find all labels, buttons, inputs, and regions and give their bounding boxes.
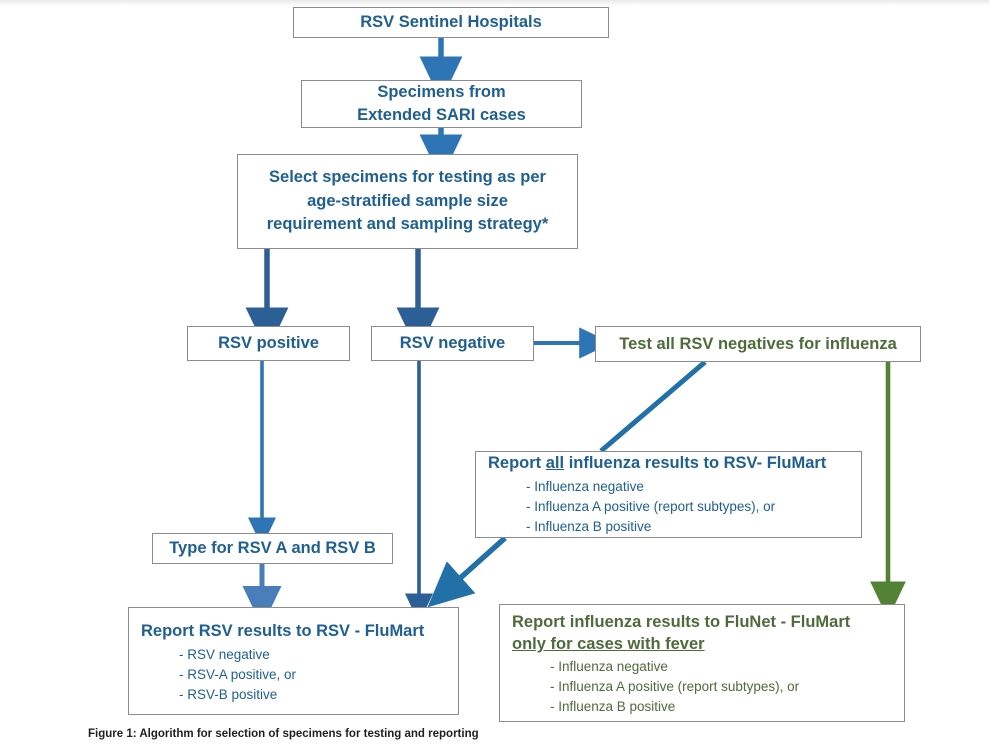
node-label-line2: age-stratified sample size	[307, 191, 508, 210]
node-label: RSV negative	[399, 333, 506, 352]
node-rsv-sentinel-hospitals[interactable]: RSV Sentinel Hospitals	[293, 7, 609, 38]
node-heading-prefix: Report	[488, 453, 546, 472]
node-select-specimens[interactable]: Select specimens for testing as per age-…	[237, 154, 578, 249]
node-label-line2: Extended SARI cases	[357, 106, 526, 124]
node-heading-line2: only for cases with fever	[512, 633, 705, 655]
node-heading-line1: Report influenza results to FluNet - Flu…	[512, 612, 851, 631]
list-item: - Influenza B positive	[526, 519, 652, 535]
node-heading-suffix: influenza results to RSV- FluMart	[564, 453, 827, 472]
list-item: - Influenza negative	[526, 479, 644, 495]
node-heading: Report all influenza results to RSV- Flu…	[488, 452, 826, 475]
node-type-for-rsv-a-and-rsv-b[interactable]: Type for RSV A and RSV B	[152, 533, 393, 564]
node-label: Type for RSV A and RSV B	[169, 538, 376, 557]
node-report-rsv-results[interactable]: Report RSV results to RSV - FluMart - RS…	[128, 607, 459, 715]
node-rsv-positive[interactable]: RSV positive	[187, 326, 350, 361]
list-item: - Influenza A positive (report subtypes)…	[526, 499, 776, 515]
list-item: - Influenza negative	[550, 659, 668, 675]
node-report-all-influenza-results[interactable]: Report all influenza results to RSV- Flu…	[475, 451, 862, 538]
node-label-line1: Specimens from	[377, 82, 506, 101]
list-item: - RSV negative	[179, 647, 270, 663]
top-edge-strip	[0, 0, 989, 6]
node-test-all-rsv-negatives-for-influenza[interactable]: Test all RSV negatives for influenza	[595, 326, 921, 362]
edge-report-all-influenza-to-report-rsv	[427, 535, 507, 608]
node-heading-emphasis: all	[545, 453, 565, 472]
node-report-influenza-results-flunet[interactable]: Report influenza results to FluNet - Flu…	[499, 604, 905, 722]
node-specimens-extended-sari[interactable]: Specimens from Extended SARI cases	[301, 80, 582, 128]
node-rsv-negative[interactable]: RSV negative	[371, 326, 534, 361]
node-label-line3: requirement and sampling strategy*	[266, 215, 549, 234]
node-bullet-list: - Influenza negative - Influenza A posit…	[488, 477, 775, 537]
list-item: - Influenza B positive	[550, 699, 676, 715]
list-item: - RSV-A positive, or	[179, 667, 297, 683]
node-bullet-list: - RSV negative - RSV-A positive, or - RS…	[141, 645, 296, 705]
node-label: RSV Sentinel Hospitals	[360, 12, 542, 31]
edge-test-influenza-to-report-all-influenza	[599, 360, 707, 453]
node-label: RSV positive	[218, 333, 319, 352]
node-bullet-list: - Influenza negative - Influenza A posit…	[512, 657, 799, 717]
list-item: - Influenza A positive (report subtypes)…	[550, 679, 800, 695]
node-label-line1: Select specimens for testing as per	[269, 168, 546, 187]
node-label: Test all RSV negatives for influenza	[619, 334, 897, 353]
node-heading: Report RSV results to RSV - FluMart	[141, 621, 425, 640]
list-item: - RSV-B positive	[179, 687, 278, 703]
figure-caption: Figure 1: Algorithm for selection of spe…	[88, 728, 479, 740]
node-heading-emphasis: only for cases with fever	[512, 635, 705, 654]
